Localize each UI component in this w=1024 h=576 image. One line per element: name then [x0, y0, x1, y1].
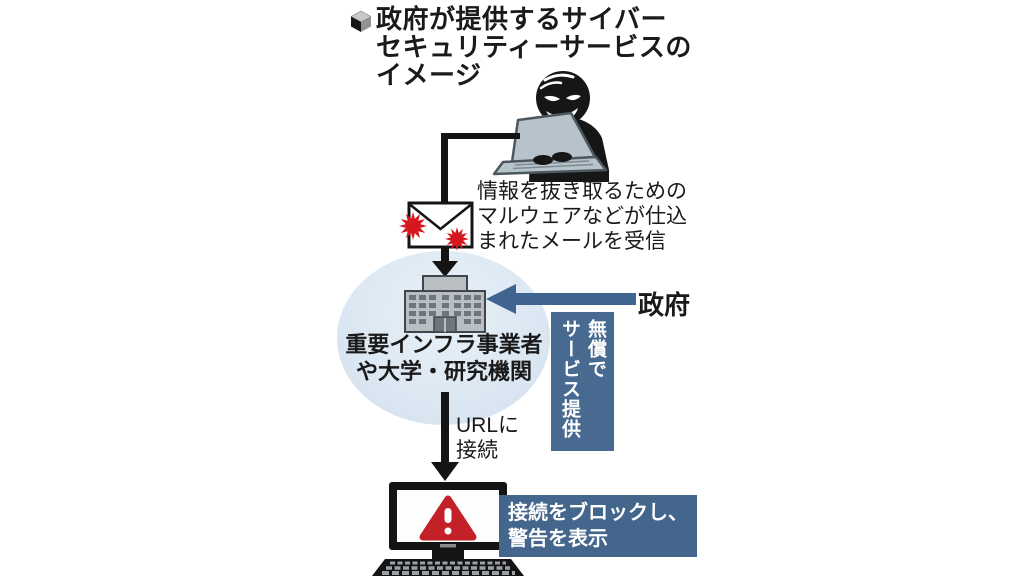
email-note: 情報を抜き取るための マルウェアなどが仕込 まれたメールを受信 — [477, 179, 687, 254]
block-result-line-2: 警告を表示 — [508, 528, 608, 550]
email-note-line-2: マルウェアなどが仕込 — [477, 205, 687, 228]
envelope-flap — [409, 204, 472, 231]
malware-email-icon — [399, 201, 474, 251]
recipient-line-2: や大学・研究機関 — [355, 359, 532, 384]
connector-vertical — [441, 133, 448, 208]
connector-horizontal — [444, 133, 520, 139]
service-box-column-2: サービス提供 — [559, 319, 580, 439]
title-line-3: イメージ — [376, 60, 482, 90]
eye-right — [566, 94, 581, 101]
warning-computer-icon — [372, 482, 524, 576]
block-result-box: 接続をブロックし、 警告を表示 — [499, 495, 697, 557]
building-windows — [409, 295, 481, 324]
title-line-1: 政府が提供するサイバー — [376, 4, 667, 34]
service-box: 無償で サービス提供 — [551, 312, 614, 451]
hacker-icon — [492, 71, 609, 182]
cube-icon — [350, 10, 372, 32]
page-title: 政府が提供するサイバー セキュリティーサービスの イメージ — [376, 5, 692, 89]
email-note-line-3: まれたメールを受信 — [477, 230, 666, 253]
url-connection-label: URLに 接続 — [456, 413, 519, 463]
email-note-line-1: 情報を抜き取るための — [477, 180, 687, 203]
block-result-line-1: 接続をブロックし、 — [508, 502, 688, 524]
government-arrow-icon — [486, 284, 636, 314]
arrow-down-to-building-icon — [432, 247, 458, 277]
monitor-stand — [432, 550, 464, 559]
url-line-2: 接続 — [456, 439, 498, 462]
recipient-label: 重要インフラ事業者 や大学・研究機関 — [332, 331, 556, 385]
url-line-1: URLに — [456, 414, 520, 437]
building-icon — [404, 275, 486, 333]
arrow-down-url-icon — [431, 392, 459, 481]
eye-left — [544, 95, 560, 102]
government-label: 政府 — [638, 290, 691, 320]
service-box-column-1: 無償で — [585, 319, 606, 379]
title-line-2: セキュリティーサービスの — [376, 32, 692, 62]
recipient-line-1: 重要インフラ事業者 — [345, 332, 543, 357]
title-block: 政府が提供するサイバー セキュリティーサービスの イメージ — [350, 5, 692, 89]
